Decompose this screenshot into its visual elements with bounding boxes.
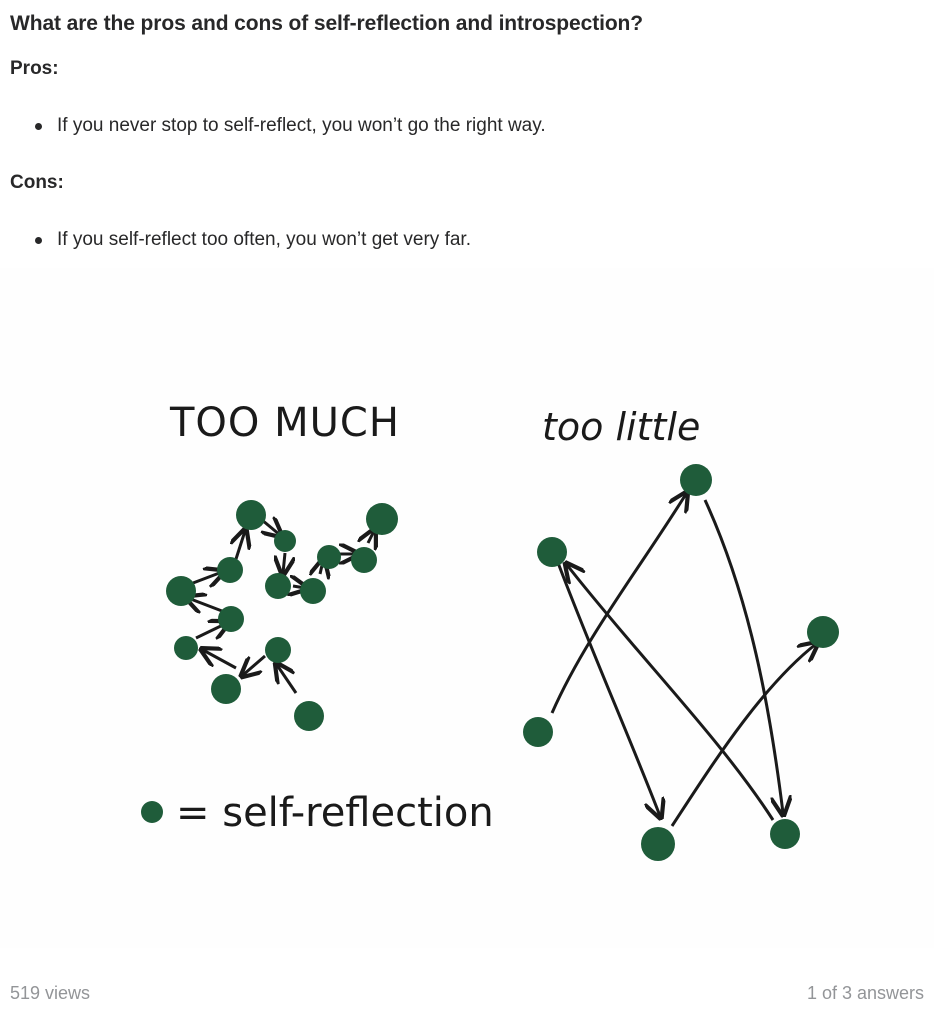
legend-dot-icon <box>141 801 163 823</box>
answer-position[interactable]: 1 of 3 answers <box>806 983 924 1003</box>
too-much-dots <box>166 500 398 731</box>
cons-item-text: If you self-reflect too often, you won’t… <box>57 229 471 250</box>
too-little-path <box>550 494 816 827</box>
answer-illustration[interactable]: TOO MUCH too little <box>0 268 934 948</box>
question-title[interactable]: What are the pros and cons of self-refle… <box>10 12 644 35</box>
pros-heading: Pros: <box>10 58 59 79</box>
too-much-heading: TOO MUCH <box>169 400 400 446</box>
illustration-drawing: TOO MUCH too little <box>141 400 839 861</box>
too-little-dots <box>523 464 839 861</box>
bullet-icon <box>35 123 42 130</box>
list-item: If you self-reflect too often, you won’t… <box>0 227 471 253</box>
legend-text: = self-reflection <box>176 790 494 836</box>
bullet-icon <box>35 237 42 244</box>
too-little-heading: too little <box>542 405 700 449</box>
pros-list: If you never stop to self-reflect, you w… <box>0 113 546 139</box>
cons-list: If you self-reflect too often, you won’t… <box>0 227 471 253</box>
too-much-path <box>188 520 374 694</box>
views-count[interactable]: 519 views <box>10 983 91 1003</box>
list-item: If you never stop to self-reflect, you w… <box>0 113 546 139</box>
cons-heading: Cons: <box>10 172 64 193</box>
pros-item-text: If you never stop to self-reflect, you w… <box>57 115 546 136</box>
